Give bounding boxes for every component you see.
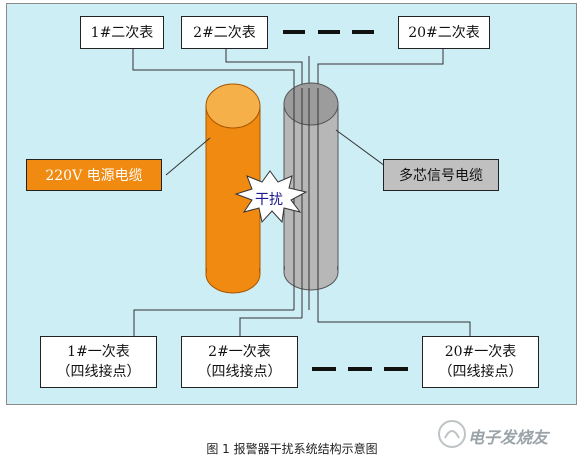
bottom-meter-20-sub: （四线接点） (438, 364, 523, 380)
signal-label-leader (335, 129, 386, 167)
wire-bottom-20 (317, 310, 471, 336)
bottom-meter-20-label: 20#一次表 (444, 344, 517, 360)
signal-cable-cylinder (283, 82, 339, 291)
bottom-meter-2: 2#一次表 （四线接点） (181, 336, 298, 388)
wire-top-1 (132, 49, 295, 88)
interference-burst (234, 170, 308, 224)
bottom-meter-1-label: 1#一次表 (67, 344, 130, 360)
signal-cable-label: 多芯信号电缆 (383, 159, 499, 191)
top-wires (132, 49, 444, 88)
bottom-meter-2-sub: （四线接点） (197, 364, 282, 380)
bottom-meter-20: 20#一次表 （四线接点） (422, 336, 539, 388)
top-meter-1: 1#二次表 (80, 16, 164, 49)
bottom-wires (133, 309, 471, 336)
bottom-meter-2-label: 2#一次表 (208, 344, 271, 360)
figure-caption: 图 1 报警器干扰系统结构示意图 (206, 442, 378, 456)
cable-inner-wires (293, 88, 319, 318)
interference-label: 干扰 (255, 192, 283, 208)
bottom-meter-1-sub: （四线接点） (56, 364, 141, 380)
power-cable-cylinder (205, 83, 261, 294)
watermark-logo-icon (438, 420, 466, 448)
bottom-meter-1: 1#一次表 （四线接点） (40, 336, 157, 388)
wire-bottom-2 (239, 317, 302, 336)
top-meter-20: 20#二次表 (398, 16, 490, 49)
top-meter-2: 2#二次表 (181, 16, 268, 49)
power-label-leader (165, 137, 211, 176)
wire-top-20 (317, 49, 444, 88)
wire-bottom-1 (133, 309, 294, 336)
wire-top-2 (225, 49, 303, 88)
watermark-text: 电子发烧友 (468, 428, 549, 447)
power-cable-label: 220V 电源电缆 (26, 159, 162, 191)
